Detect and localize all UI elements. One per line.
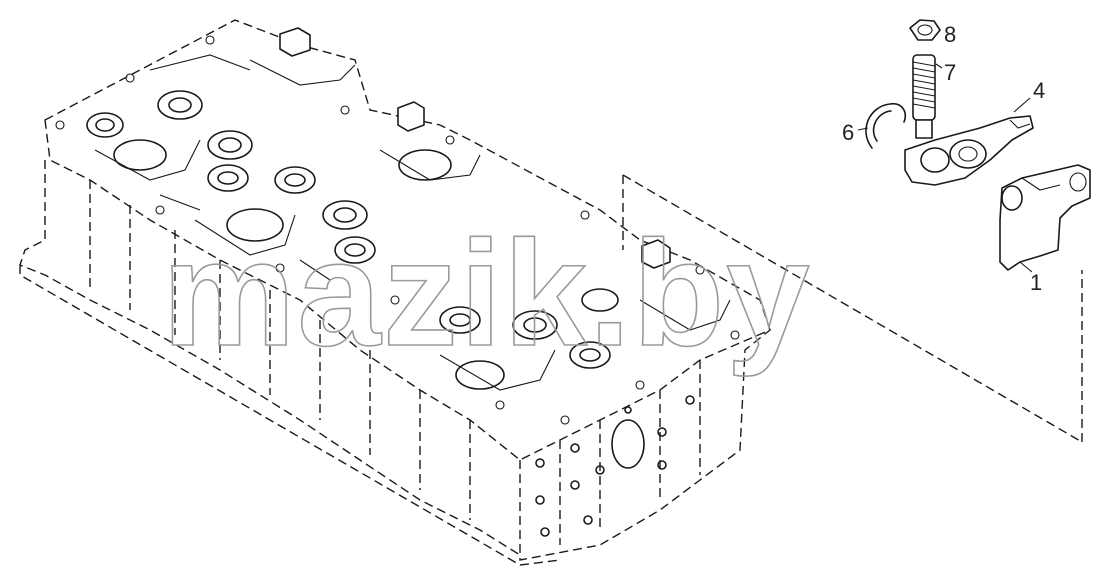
label-part-8: 8 — [944, 22, 956, 47]
projection-lines — [622, 174, 1083, 443]
watermark-text: mazik.by — [162, 209, 812, 377]
rocker-support-part-1 — [999, 164, 1091, 271]
leader-lines — [857, 63, 1033, 273]
adjusting-screw-part-7 — [912, 54, 936, 139]
rocker-arm-part-4 — [904, 115, 1034, 186]
circlip-part-6 — [865, 102, 906, 149]
label-part-6: 6 — [842, 120, 854, 145]
label-part-7: 7 — [944, 60, 956, 85]
cylinder-head — [19, 19, 771, 566]
label-part-4: 4 — [1033, 78, 1045, 103]
label-part-1: 1 — [1030, 270, 1042, 295]
nut-part-8 — [909, 19, 941, 41]
